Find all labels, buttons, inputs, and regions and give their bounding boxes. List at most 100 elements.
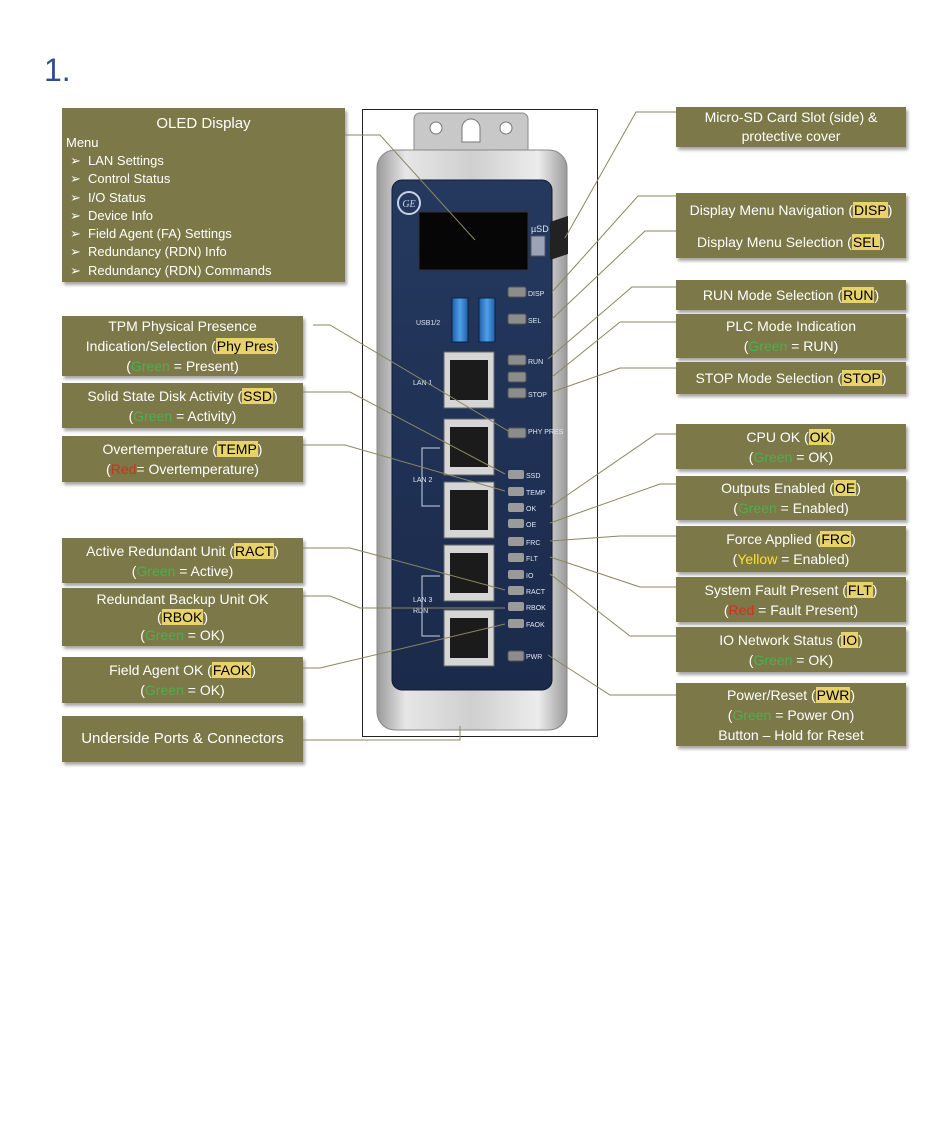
arrow-icon: ➢ xyxy=(70,171,81,187)
leader-lines xyxy=(303,111,676,741)
oled-menu-item: ➢Device Info xyxy=(66,207,341,225)
run-button-label: RUN xyxy=(528,359,543,366)
disp-button-label: DISP xyxy=(528,291,545,298)
led-ract xyxy=(508,586,524,595)
usb-port-1[interactable] xyxy=(451,297,469,343)
ssd-code: SSD xyxy=(242,387,273,404)
disp-button[interactable] xyxy=(507,286,527,298)
microsd-callout: Micro-SD Card Slot (side) & protective c… xyxy=(676,107,906,147)
led-temp-label: TEMP xyxy=(526,490,546,497)
led-ssd-label: SSD xyxy=(526,473,540,480)
led-oe xyxy=(508,519,524,528)
stop-button[interactable] xyxy=(507,387,527,399)
tpm-code: Phy Pres xyxy=(215,338,275,354)
io-callout: IO Network Status (IO) (Green = OK) xyxy=(676,627,906,672)
frc-callout: Force Applied (FRC) (Yellow = Enabled) xyxy=(676,526,906,572)
flt-code: FLT xyxy=(846,581,873,598)
io-code: IO xyxy=(841,631,859,648)
arrow-icon: ➢ xyxy=(70,244,81,260)
temp-code: TEMP xyxy=(216,441,258,457)
stop-callout: STOP Mode Selection (STOP) xyxy=(676,362,906,394)
lan3-label: LAN 3 xyxy=(413,597,433,604)
ge-logo: GE xyxy=(397,191,421,215)
ethernet-port-rdn[interactable] xyxy=(443,609,495,667)
run-button[interactable] xyxy=(507,354,527,366)
plc-mode-callout: PLC Mode Indication (Green = RUN) xyxy=(676,314,906,358)
tpm-callout: TPM Physical Presence Indication/Selecti… xyxy=(62,316,303,376)
stop-code: STOP xyxy=(842,370,882,386)
led-faok-label: FAOK xyxy=(526,622,545,629)
oled-title: OLED Display xyxy=(156,115,251,132)
sel-code: SEL xyxy=(851,234,881,250)
arrow-icon: ➢ xyxy=(70,262,81,278)
arrow-icon: ➢ xyxy=(70,207,81,223)
temp-callout: Overtemperature (TEMP) (Red= Overtempera… xyxy=(62,436,303,482)
sel-button-label: SEL xyxy=(528,318,541,325)
plc-mode-led xyxy=(507,371,527,383)
led-ract-label: RACT xyxy=(526,589,546,596)
oled-menu-item: ➢Control Status xyxy=(66,170,341,188)
oe-callout: Outputs Enabled (OE) (Green = Enabled) xyxy=(676,476,906,520)
ethernet-port-lan3[interactable] xyxy=(443,544,495,602)
svg-text:GE: GE xyxy=(402,199,415,210)
device-frame xyxy=(362,109,598,737)
led-ssd xyxy=(508,470,524,479)
sel-callout: Display Menu Selection (SEL) xyxy=(676,226,906,258)
led-ok xyxy=(508,503,524,512)
pwr-button[interactable] xyxy=(507,650,525,662)
disp-code: DISP xyxy=(853,201,888,218)
sel-button[interactable] xyxy=(507,313,527,325)
phy-pres-button[interactable] xyxy=(507,427,527,439)
rdn-label: RDN xyxy=(413,608,428,615)
lan1-label: LAN 1 xyxy=(413,380,433,387)
led-io xyxy=(508,570,524,579)
oe-code: OE xyxy=(833,480,857,496)
phy-pres-label: PHY PRES xyxy=(528,429,564,436)
faok-code: FAOK xyxy=(211,662,252,678)
led-flt-label: FLT xyxy=(526,556,539,563)
frc-code: FRC xyxy=(820,531,852,547)
run-callout: RUN Mode Selection (RUN) xyxy=(676,280,906,310)
microsd-cover xyxy=(550,216,568,260)
led-ok-label: OK xyxy=(526,506,536,513)
oled-menu-item: ➢Redundancy (RDN) Commands xyxy=(66,262,341,280)
ethernet-port-lan1[interactable] xyxy=(443,351,495,409)
oled-screen xyxy=(418,211,529,271)
run-code: RUN xyxy=(842,287,875,303)
arrow-icon: ➢ xyxy=(70,189,81,205)
disp-callout: Display Menu Navigation (DISP) xyxy=(676,193,906,226)
oled-menu-list: ➢LAN Settings ➢Control Status ➢I/O Statu… xyxy=(66,152,341,280)
led-temp xyxy=(508,487,524,496)
flt-callout: System Fault Present (FLT) (Red = Fault … xyxy=(676,577,906,622)
led-io-label: IO xyxy=(526,573,534,580)
ethernet-port-lan2b[interactable] xyxy=(443,481,495,539)
ethernet-port-lan2a[interactable] xyxy=(443,418,495,476)
microsd-slot[interactable] xyxy=(530,235,546,257)
usb-port-2[interactable] xyxy=(478,297,496,343)
lan2-label: LAN 2 xyxy=(413,477,433,484)
pwr-code: PWR xyxy=(815,686,851,703)
oled-menu-label: Menu xyxy=(66,135,99,150)
led-frc-label: FRC xyxy=(526,540,540,547)
rbok-code: RBOK xyxy=(161,609,204,625)
led-oe-label: OE xyxy=(526,522,536,529)
pwr-callout: Power/Reset (PWR) (Green = Power On) But… xyxy=(676,683,906,746)
pwr-button-label: PWR xyxy=(526,654,542,661)
ssd-callout: Solid State Disk Activity (SSD) (Green =… xyxy=(62,383,303,428)
oled-display-callout: OLED Display Menu ➢LAN Settings ➢Control… xyxy=(62,108,345,282)
oled-menu-item: ➢LAN Settings xyxy=(66,152,341,170)
oled-menu-item: ➢Redundancy (RDN) Info xyxy=(66,243,341,261)
underside-ports-callout: Underside Ports & Connectors xyxy=(62,716,303,762)
page-number: 1. xyxy=(44,52,71,88)
arrow-icon: ➢ xyxy=(70,226,81,242)
stop-button-label: STOP xyxy=(528,392,547,399)
usb-label: USB1/2 xyxy=(416,320,440,327)
rbok-callout: Redundant Backup Unit OK (RBOK) (Green =… xyxy=(62,588,303,646)
oled-menu-item: ➢Field Agent (FA) Settings xyxy=(66,225,341,243)
faok-callout: Field Agent OK (FAOK) (Green = OK) xyxy=(62,657,303,703)
led-faok xyxy=(508,619,524,628)
ract-code: RACT xyxy=(234,542,275,559)
led-frc xyxy=(508,537,524,546)
cpu-ok-code: OK xyxy=(808,428,831,445)
